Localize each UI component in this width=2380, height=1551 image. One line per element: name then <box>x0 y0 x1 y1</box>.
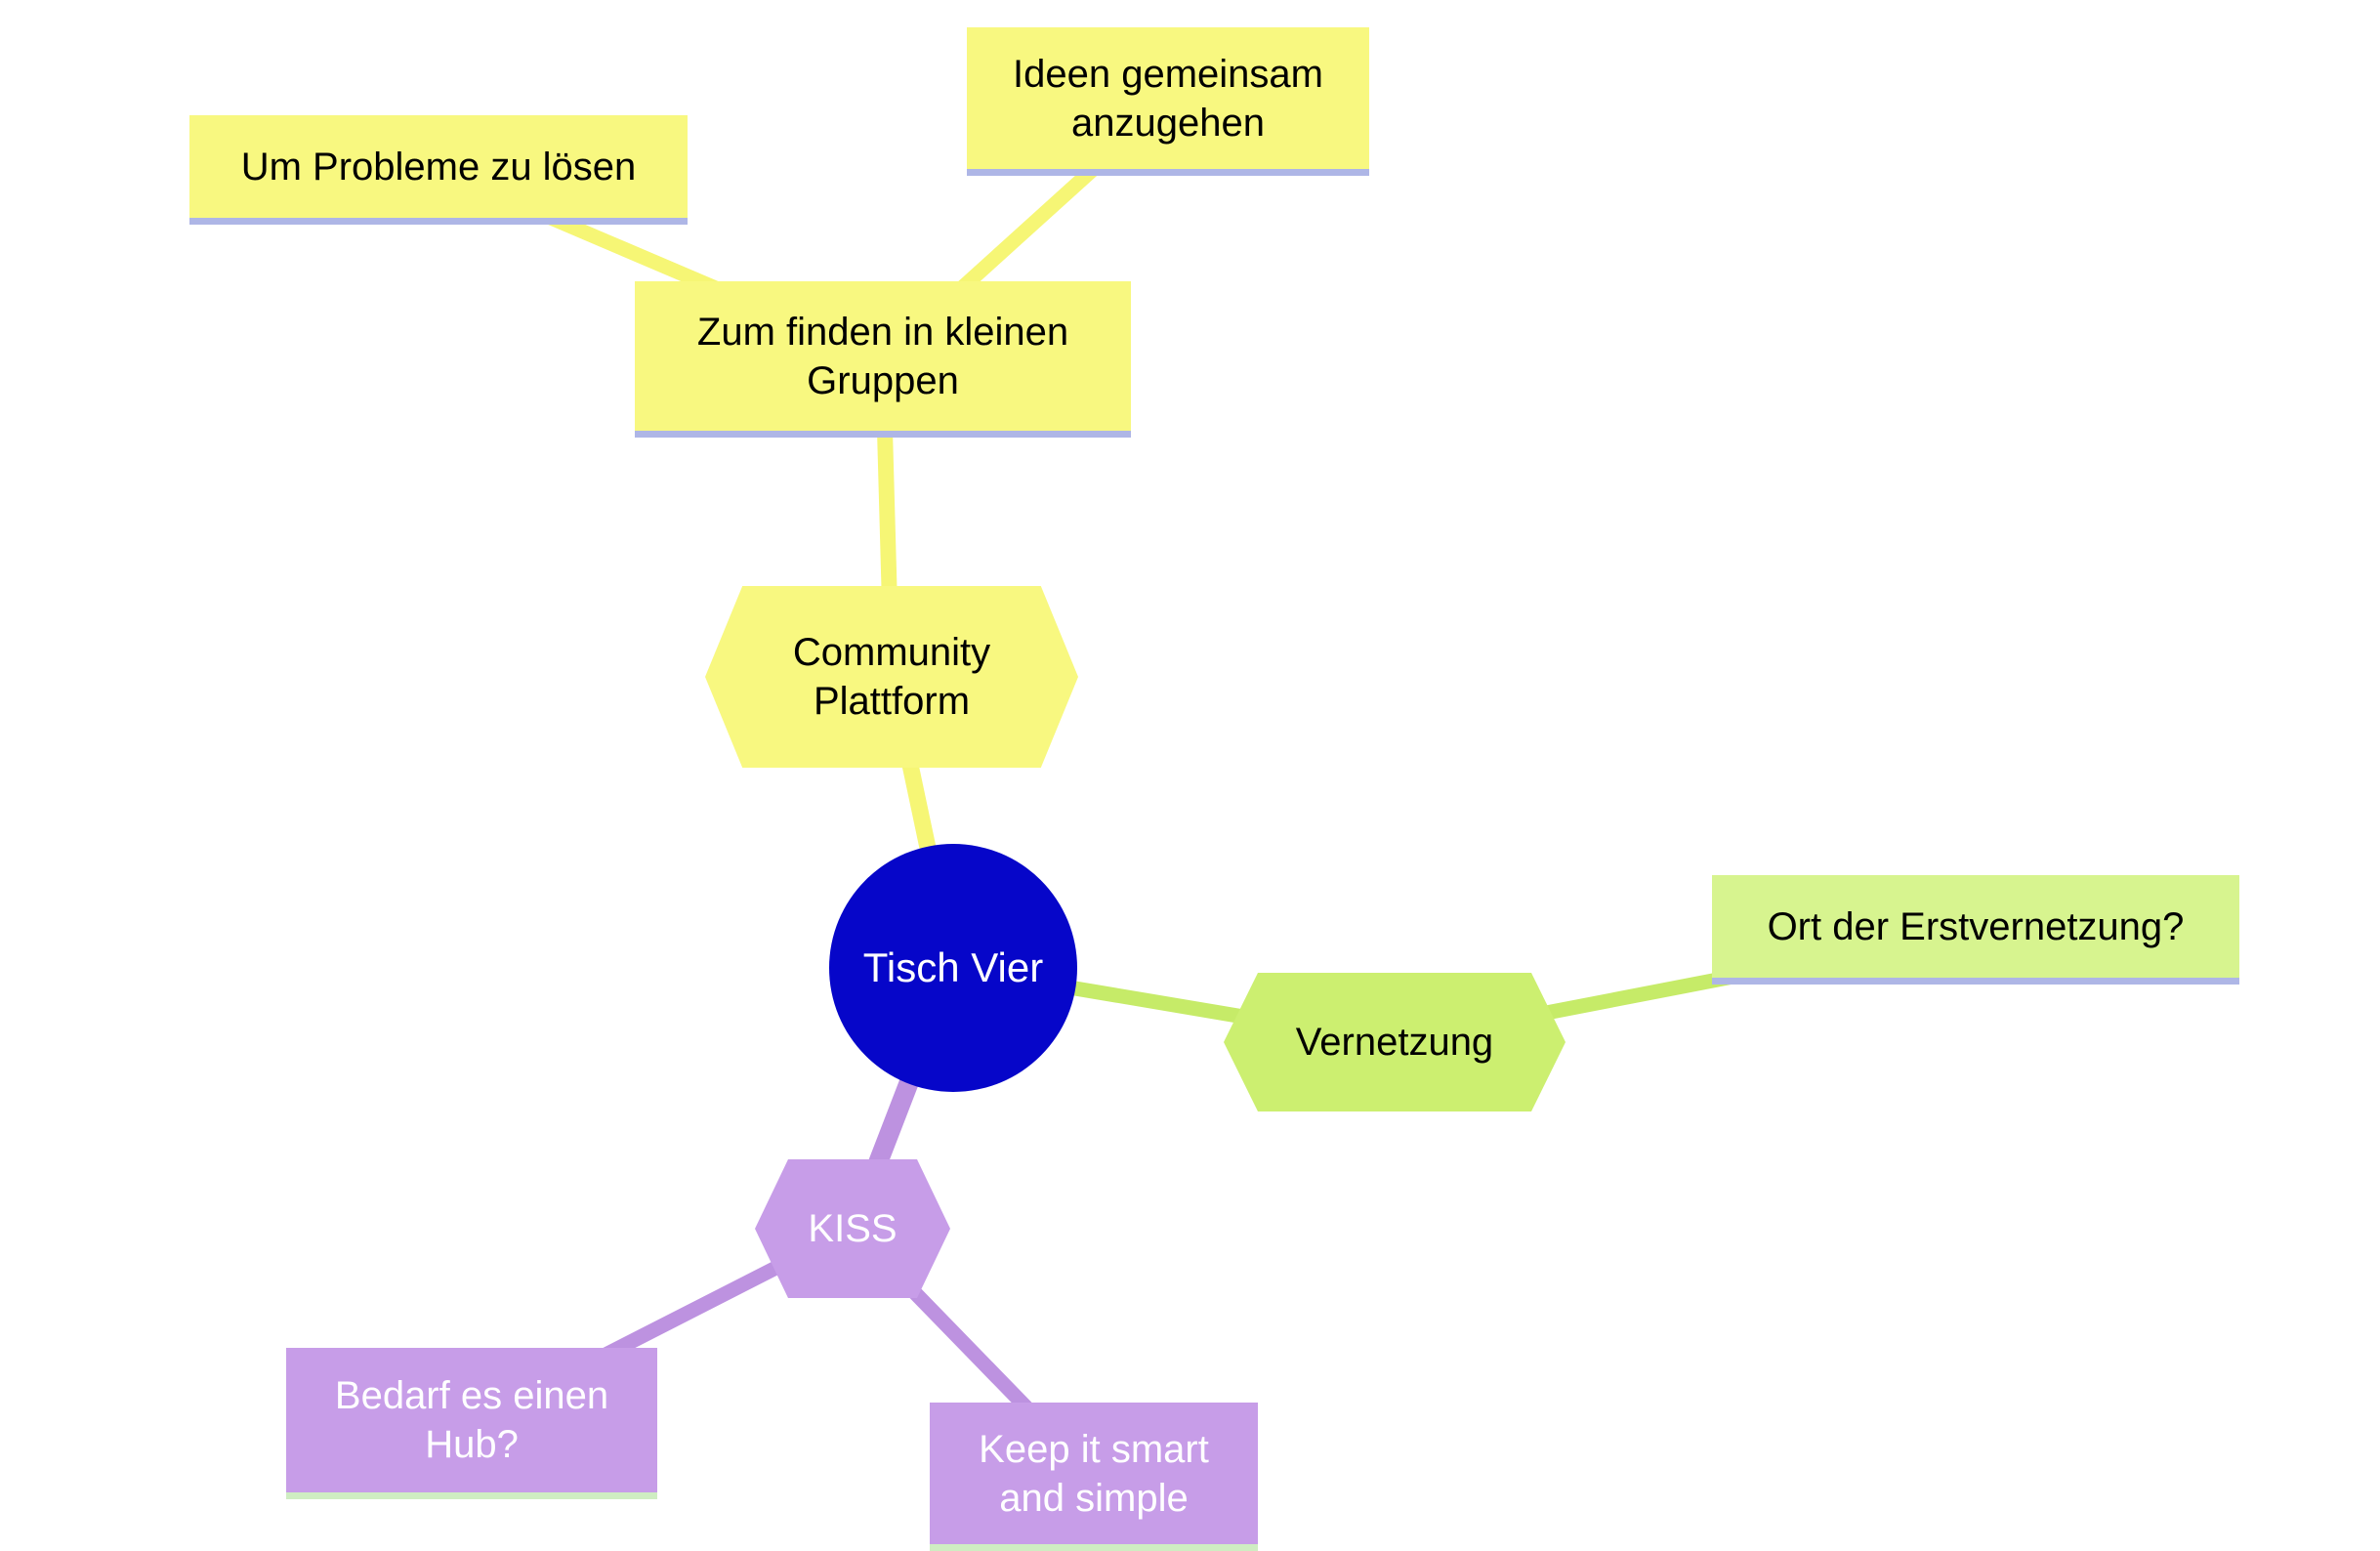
node-label: Keep it smart and simple <box>979 1427 1209 1520</box>
node-label: Zum finden in kleinen Gruppen <box>696 310 1069 402</box>
node-community-plattform[interactable]: Community Plattform <box>705 586 1078 768</box>
node-root-tisch-vier[interactable]: Tisch Vier <box>829 844 1077 1092</box>
node-kiss[interactable]: KISS <box>755 1159 950 1298</box>
node-label: Um Probleme zu lösen <box>240 145 637 189</box>
node-keep-it-smart-and-simple[interactable]: Keep it smart and simple <box>930 1403 1258 1551</box>
node-label: Community Plattform <box>792 631 991 723</box>
node-label: Bedarf es einen Hub? <box>334 1374 609 1466</box>
node-vernetzung[interactable]: Vernetzung <box>1224 973 1566 1111</box>
node-zum-finden-in-kleinen-gruppen[interactable]: Zum finden in kleinen Gruppen <box>635 281 1131 438</box>
node-um-probleme-zu-loesen[interactable]: Um Probleme zu lösen <box>189 115 688 225</box>
node-bedarf-es-einen-hub[interactable]: Bedarf es einen Hub? <box>286 1348 657 1499</box>
node-label: Ideen gemeinsam anzugehen <box>1013 52 1323 145</box>
node-label: Tisch Vier <box>862 943 1044 990</box>
node-label: Ort der Erstvernetzung? <box>1767 904 2185 948</box>
node-label: KISS <box>808 1207 898 1250</box>
node-ort-der-erstvernetzung[interactable]: Ort der Erstvernetzung? <box>1712 875 2239 985</box>
node-ideen-gemeinsam-anzugehen[interactable]: Ideen gemeinsam anzugehen <box>967 27 1369 176</box>
node-label: Vernetzung <box>1295 1021 1494 1064</box>
